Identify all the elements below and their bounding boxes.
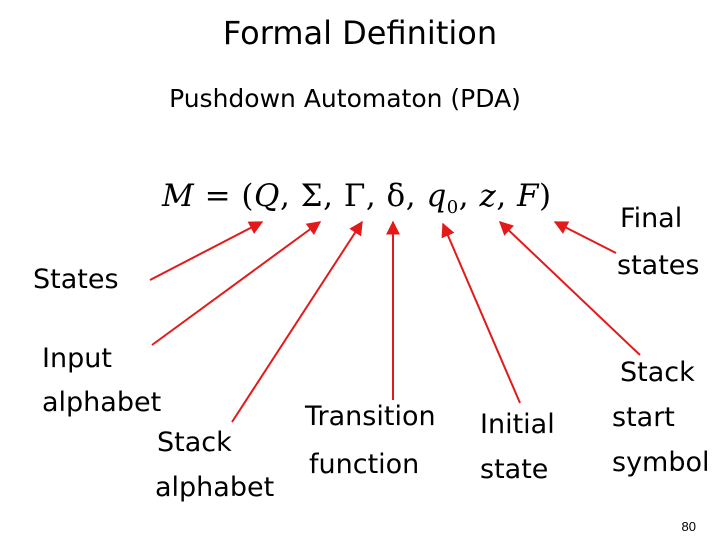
label-initial-state-line2: state	[480, 454, 549, 485]
arrow-input-alphabet	[151, 221, 322, 346]
arrow-initial-state	[441, 222, 521, 404]
formula-final-states-symbol: F	[517, 178, 540, 214]
slide-subtitle: Pushdown Automaton (PDA)	[169, 84, 521, 113]
formula-initial-state-symbol: q	[426, 178, 447, 214]
label-final-states-line1: Final	[620, 203, 683, 234]
formula-stack-start-symbol: z	[479, 178, 497, 214]
formula-comma: ,	[365, 178, 387, 214]
label-stack-start-symbol-line3: symbol	[612, 447, 710, 478]
label-stack-start-symbol-line1: Stack	[620, 357, 695, 388]
formula-comma: ,	[405, 178, 427, 214]
formula-transition-symbol: δ	[386, 178, 406, 214]
label-input-alphabet-line2: alphabet	[42, 387, 162, 418]
pda-tuple-formula: M = (Q, Σ, Γ, δ, q0, z, F)	[162, 178, 552, 218]
arrow-stack-alphabet	[231, 220, 363, 423]
formula-machine: M	[162, 178, 195, 214]
formula-initial-state-subscript: 0	[446, 197, 459, 219]
label-stack-alphabet-line2: alphabet	[155, 472, 275, 503]
formula-input-alphabet-symbol: Σ	[300, 178, 324, 214]
formula-stack-alphabet-symbol: Γ	[343, 178, 366, 214]
formula-close: )	[539, 178, 552, 214]
page-number: 80	[681, 519, 696, 534]
label-stack-alphabet-line1: Stack	[157, 427, 232, 458]
arrow-stack-start-symbol	[498, 221, 641, 356]
label-initial-state-line1: Initial	[480, 409, 555, 440]
label-transition-function-line2: function	[309, 449, 420, 480]
formula-comma: ,	[458, 178, 480, 214]
label-transition-function-line1: Transition	[305, 401, 436, 432]
formula-comma: ,	[496, 178, 518, 214]
arrow-states	[149, 221, 264, 281]
label-states: States	[33, 264, 119, 295]
formula-comma: ,	[323, 178, 344, 214]
label-input-alphabet-line1: Input	[42, 343, 112, 374]
slide-title: Formal Definition	[222, 14, 498, 52]
formula-comma: ,	[279, 178, 301, 214]
label-stack-start-symbol-line2: start	[612, 402, 675, 433]
formula-states-symbol: Q	[254, 178, 280, 214]
formula-open: = (	[194, 178, 255, 214]
arrow-final-states	[553, 221, 617, 254]
label-final-states-line2: states	[617, 250, 700, 281]
